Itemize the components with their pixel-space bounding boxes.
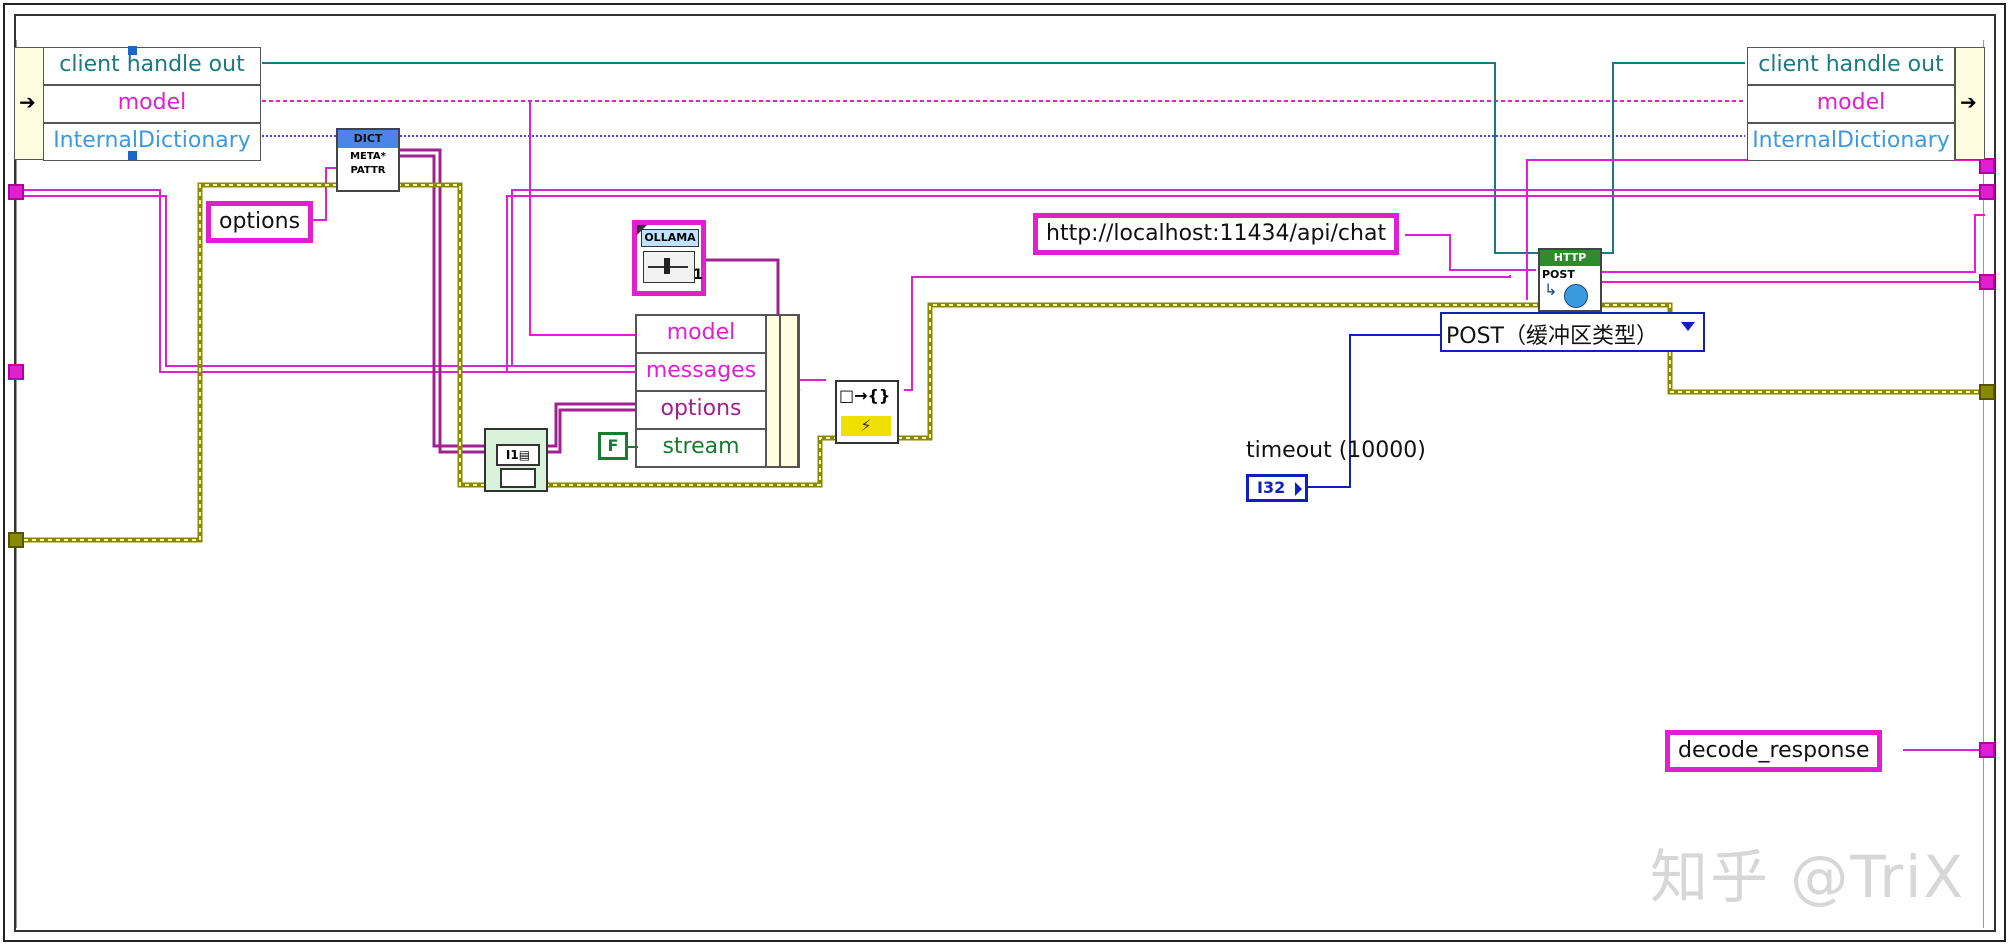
- tunnel-right-string-3: [1979, 274, 1995, 290]
- outer-frame: [3, 3, 2006, 942]
- dict-pattr-node[interactable]: DICT META* PATTR: [336, 128, 400, 192]
- enum-value: POST（缓冲区类型）: [1446, 324, 1658, 349]
- unbundle-left-item-client-handle[interactable]: client handle out: [43, 47, 261, 85]
- http-post-node[interactable]: HTTP POST ↳: [1538, 248, 1602, 312]
- unbundle-right-item-client-handle[interactable]: client handle out: [1747, 47, 1955, 85]
- terminal-arrow-icon: [1295, 482, 1302, 496]
- tunnel-right-decode: [1979, 742, 1995, 758]
- tunnel-right-string-1: [1979, 158, 1995, 174]
- build-array-node[interactable]: I1▤: [484, 428, 548, 492]
- options-string-constant[interactable]: options: [206, 201, 314, 243]
- unbundle-left-terminal[interactable]: ➔: [14, 47, 44, 160]
- tunnel-right-cluster: [1979, 384, 1995, 400]
- i32-label: I32: [1257, 478, 1286, 497]
- tunnel-right-string-2: [1979, 184, 1995, 200]
- unbundle-right-item-model[interactable]: model: [1747, 85, 1955, 123]
- return-arrow-icon: ↳: [1544, 280, 1558, 299]
- selection-handle-bottom: [128, 151, 137, 160]
- tunnel-left-cluster: [8, 532, 24, 548]
- cluster-to-json-icon: □→{}: [839, 386, 891, 405]
- bundle-item-options[interactable]: options: [636, 391, 766, 429]
- bundle-terminal-strip-2: [780, 315, 798, 467]
- ollama-node[interactable]: OLLAMA 1: [632, 220, 706, 296]
- dict-node-header: DICT: [338, 130, 398, 148]
- flatten-json-node[interactable]: □→{} ⚡: [835, 380, 899, 444]
- arrow-right-icon: ➔: [19, 90, 36, 114]
- structure-frame: [14, 14, 1996, 932]
- unbundle-right-terminal[interactable]: ➔: [1955, 47, 1985, 160]
- arrow-right-icon: ➔: [1960, 90, 1977, 114]
- bundle-item-stream[interactable]: stream: [636, 429, 766, 467]
- http-method-enum[interactable]: POST（缓冲区类型）: [1440, 312, 1705, 352]
- dict-node-body: META* PATTR: [350, 151, 386, 176]
- tunnel-left-string-1: [8, 184, 24, 200]
- slider-icon: [643, 251, 695, 283]
- globe-icon: [1564, 284, 1588, 308]
- corner-triangle-icon: [637, 225, 647, 235]
- bool-wire: [628, 446, 638, 448]
- wire-timeout: [1305, 334, 1440, 488]
- i32-control-terminal[interactable]: I32: [1246, 474, 1308, 502]
- selection-handle-top: [128, 46, 137, 55]
- wire-string-bus: [16, 101, 1985, 751]
- array-element-icon: [500, 468, 536, 488]
- url-string-constant[interactable]: http://localhost:11434/api/chat: [1033, 213, 1400, 255]
- decode-response-string-constant[interactable]: decode_response: [1665, 730, 1883, 772]
- tunnel-left-string-2: [8, 364, 24, 380]
- false-boolean-constant[interactable]: F: [598, 432, 628, 460]
- array-icon: I1▤: [496, 444, 540, 466]
- wire-cluster-dash: [16, 184, 1985, 541]
- bundle-terminal-strip: [766, 315, 780, 467]
- structure-inner-frame: [16, 40, 1984, 928]
- http-node-header: HTTP: [1540, 250, 1600, 266]
- wire-client-handle: [262, 62, 1745, 254]
- unbundle-right-item-dictionary[interactable]: InternalDictionary: [1747, 123, 1955, 161]
- http-node-body: POST: [1542, 268, 1575, 281]
- unbundle-left-item-model[interactable]: model: [43, 85, 261, 123]
- unbundle-left-item-dictionary[interactable]: InternalDictionary: [43, 123, 261, 161]
- bundle-item-model[interactable]: model: [636, 315, 766, 353]
- watermark: 知乎 @TriX: [1650, 843, 1966, 911]
- bundle-item-messages[interactable]: messages: [636, 353, 766, 391]
- timeout-label: timeout (10000): [1246, 438, 1426, 463]
- ollama-node-header: OLLAMA: [641, 229, 699, 247]
- error-lightning-icon: ⚡: [841, 416, 891, 436]
- ollama-node-index: 1: [693, 267, 703, 283]
- dropdown-arrow-icon[interactable]: [1681, 322, 1695, 331]
